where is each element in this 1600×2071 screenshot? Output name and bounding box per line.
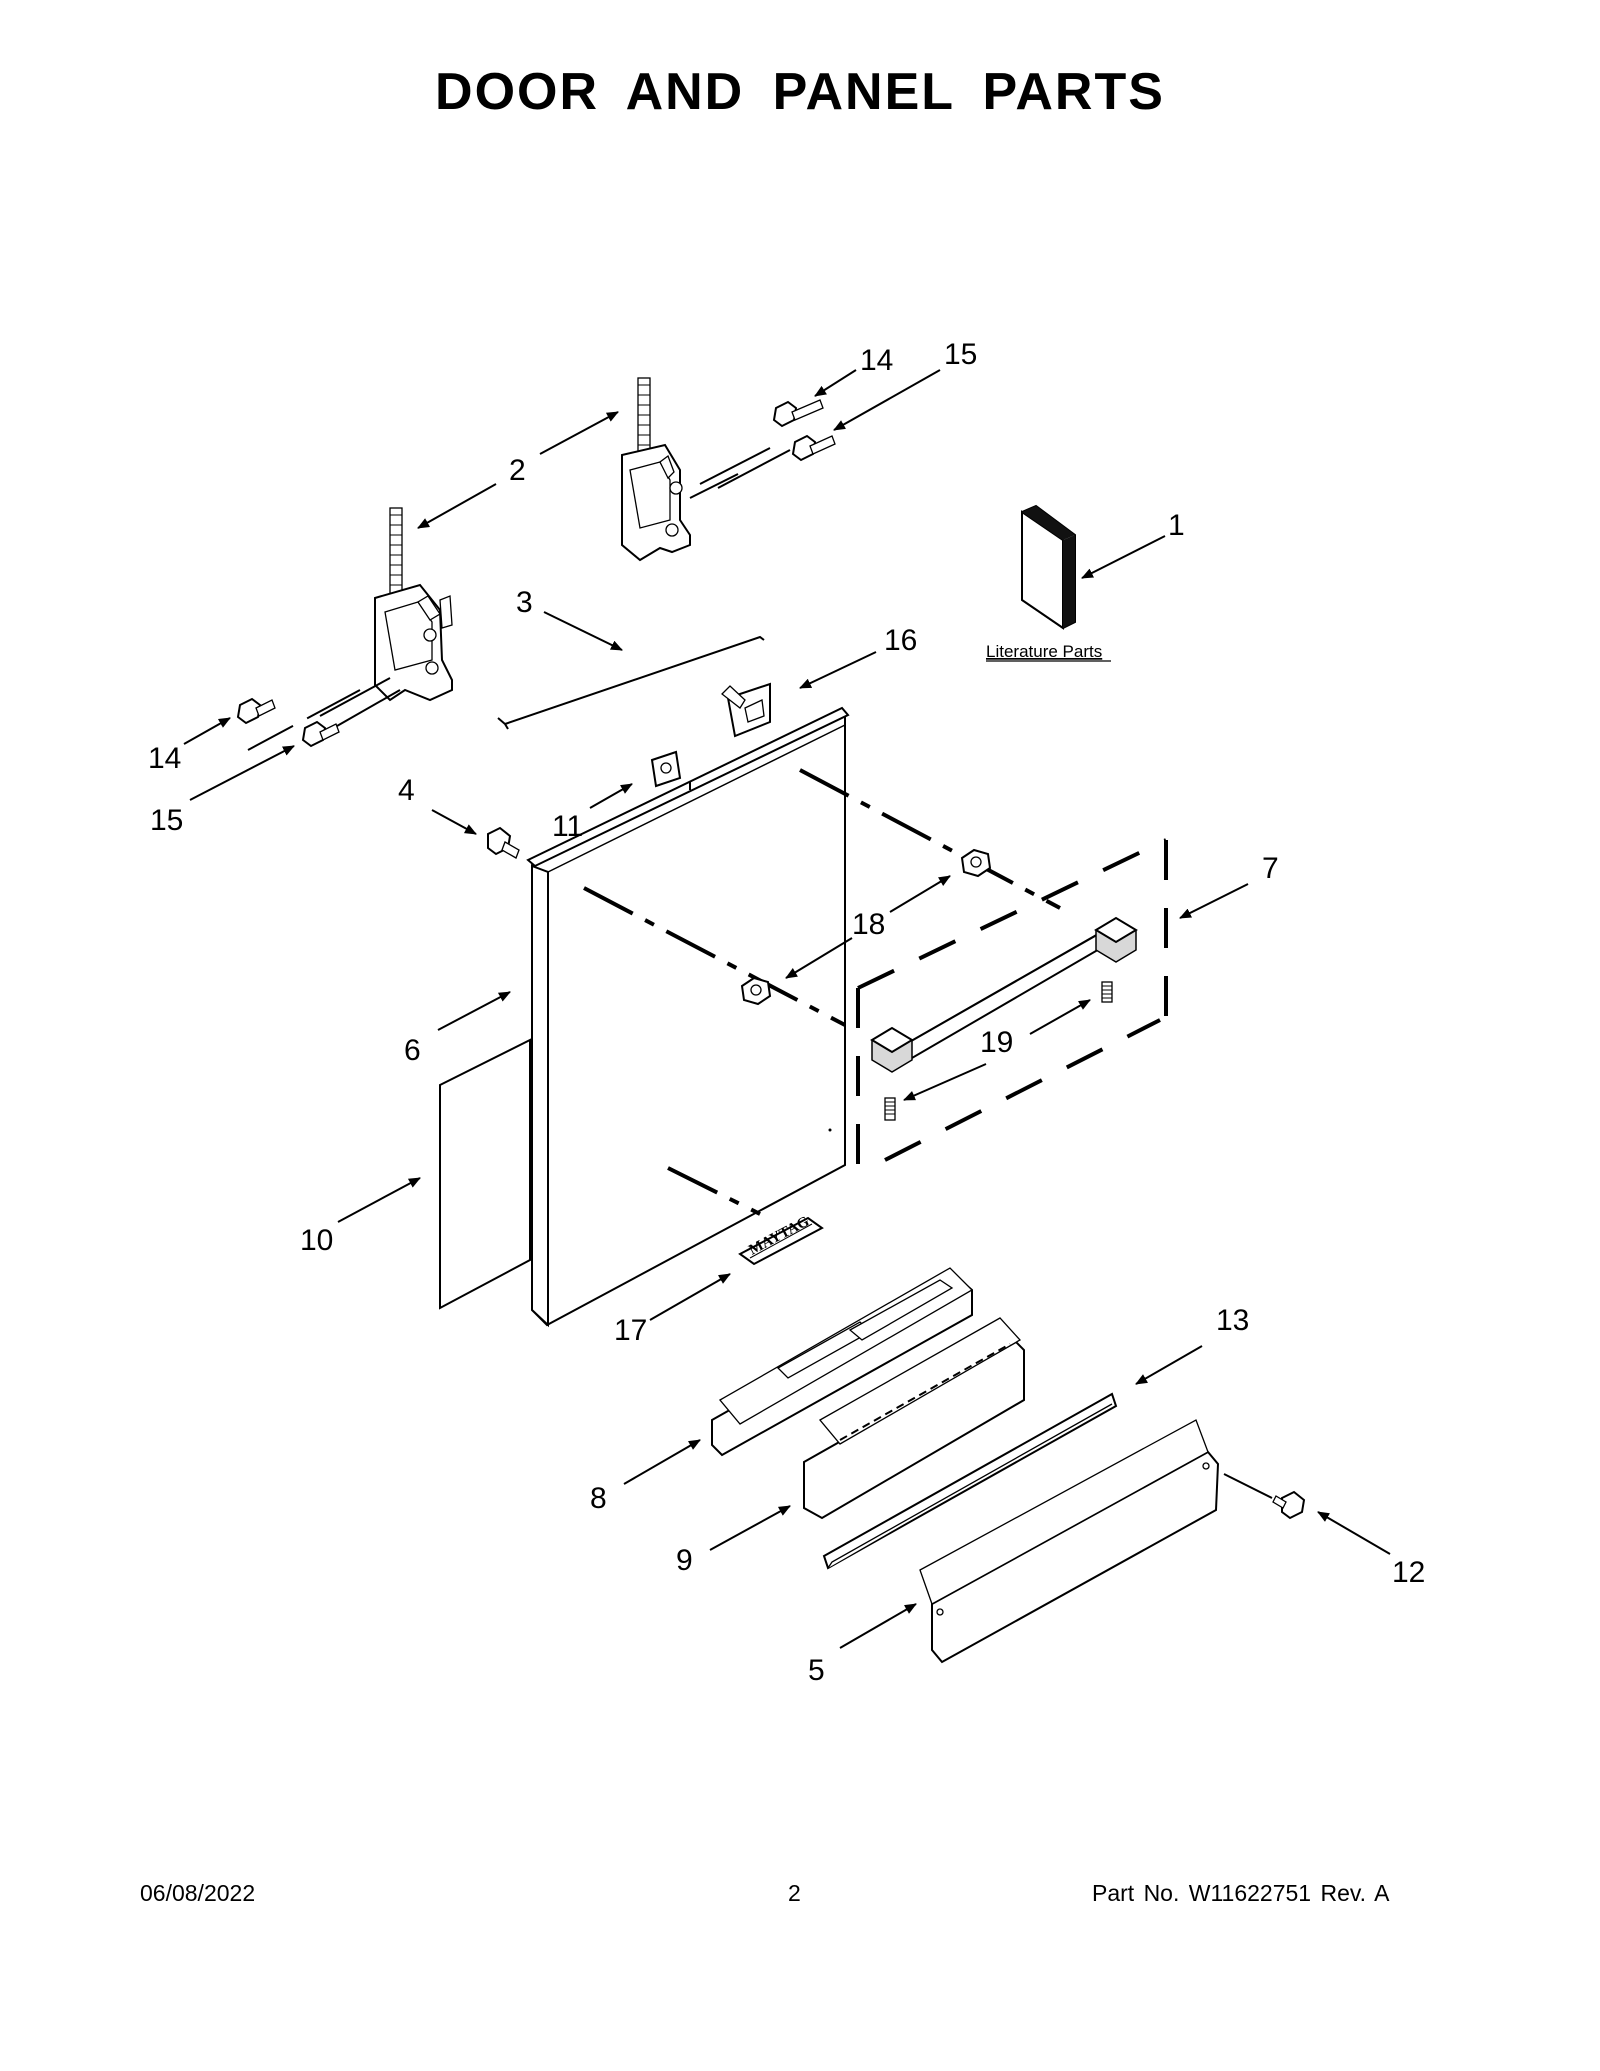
screw-12 [1272, 1490, 1306, 1520]
hinge-left [374, 507, 453, 702]
literature-parts-book [1021, 504, 1076, 630]
callout-10: 10 [300, 1224, 333, 1257]
hinge-right [621, 377, 691, 562]
door-clip [650, 750, 682, 788]
callout-15-left: 15 [150, 804, 183, 837]
screw-15-top [791, 434, 836, 462]
callout-7: 7 [1262, 852, 1279, 885]
callout-5: 5 [808, 1654, 825, 1687]
foam-block-upper [711, 1267, 974, 1457]
callout-9: 9 [676, 1544, 693, 1577]
kick-strip [822, 1392, 1118, 1570]
set-screw-lower [884, 1097, 896, 1121]
callout-4: 4 [398, 774, 415, 807]
callout-14-top: 14 [860, 344, 893, 377]
callout-8: 8 [590, 1482, 607, 1515]
handle-group-box [856, 838, 1168, 1180]
brand-badge: MAYTAG [738, 1213, 824, 1266]
screw-15-left [301, 720, 340, 748]
page-title: DOOR AND PANEL PARTS [435, 63, 1165, 121]
literature-parts-label: Literature Parts [986, 642, 1102, 661]
door-rod [497, 635, 765, 730]
callout-14-left: 14 [148, 742, 181, 775]
toe-panel [919, 1419, 1220, 1664]
screw-14-left [236, 697, 276, 725]
footer-page-number: 2 [788, 1880, 801, 1906]
callout-16: 16 [884, 624, 917, 657]
callout-6: 6 [404, 1034, 421, 1067]
callout-19: 19 [980, 1026, 1013, 1059]
callout-12: 12 [1392, 1556, 1425, 1589]
handle-mount-lower [740, 976, 772, 1006]
set-screw-upper [1101, 981, 1113, 1003]
callout-15-top: 15 [944, 338, 977, 371]
footer-part-number: Part No. W11622751 Rev. A [1092, 1880, 1390, 1906]
callout-18: 18 [852, 908, 885, 941]
callout-3: 3 [516, 586, 533, 619]
foam-block-lower [803, 1317, 1025, 1520]
callout-11: 11 [552, 810, 583, 843]
door-handle [870, 916, 1138, 1073]
door-latch [721, 682, 771, 738]
callout-1: 1 [1168, 509, 1185, 542]
callout-17: 17 [614, 1314, 647, 1347]
callout-2: 2 [509, 454, 526, 487]
insulation-sheet [439, 1038, 531, 1310]
door-panel [526, 706, 850, 1328]
callout-13: 13 [1216, 1304, 1249, 1337]
screw-4 [487, 826, 520, 859]
handle-mount-upper [960, 848, 992, 878]
screw-14-top [772, 399, 824, 428]
footer-date: 06/08/2022 [140, 1880, 256, 1906]
